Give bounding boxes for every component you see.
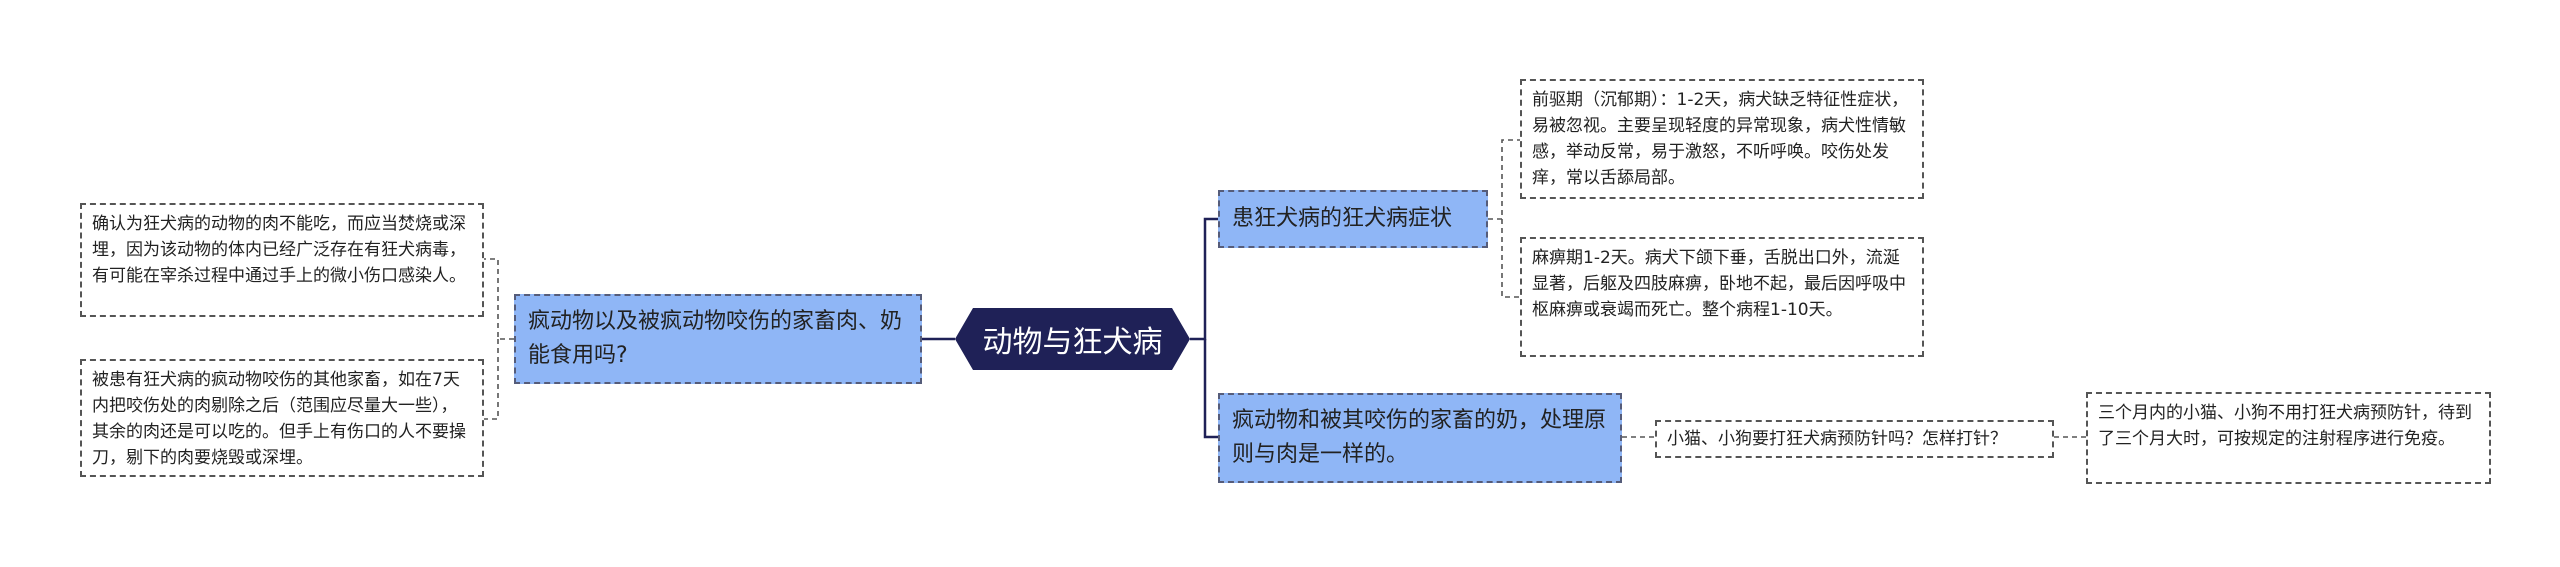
left-leaf-1: 确认为狂犬病的动物的肉不能吃，而应当焚烧或深埋，因为该动物的体内已经广泛存在有狂… <box>80 203 484 317</box>
left-leaf-2: 被患有狂犬病的疯动物咬伤的其他家畜，如在7天内把咬伤处的肉剔除之后（范围应尽量大… <box>80 359 484 477</box>
question-text: 小猫、小狗要打狂犬病预防针吗？怎样打针？ <box>1667 429 2007 449</box>
center-node-label: 动物与狂犬病 <box>982 325 1163 360</box>
connector-left-leaf-1 <box>484 258 514 340</box>
right-bottom-branch-node: 疯动物和被其咬伤的家畜的奶，处理原则与肉是一样的。 <box>1218 393 1622 483</box>
right-top-leaf-2: 麻痹期1-2天。病犬下颌下垂，舌脱出口外，流涎显著，后躯及四肢麻痹，卧地不起，最… <box>1520 237 1924 357</box>
right-top-leaf-2-text: 麻痹期1-2天。病犬下颌下垂，舌脱出口外，流涎显著，后躯及四肢麻痹，卧地不起，最… <box>1532 248 1906 320</box>
question-node: 小猫、小狗要打狂犬病预防针吗？怎样打针？ <box>1655 420 2054 458</box>
left-leaf-2-text: 被患有狂犬病的疯动物咬伤的其他家畜，如在7天内把咬伤处的肉剔除之后（范围应尽量大… <box>92 370 466 468</box>
center-node-shape <box>955 308 1190 370</box>
left-branch-label: 疯动物以及被疯动物咬伤的家畜肉、奶能食用吗? <box>528 309 903 368</box>
left-leaf-1-text: 确认为狂犬病的动物的肉不能吃，而应当焚烧或深埋，因为该动物的体内已经广泛存在有狂… <box>92 214 466 286</box>
connector-left-leaf-2 <box>484 339 499 420</box>
connector-center-right-bottom <box>1203 339 1218 439</box>
right-top-branch-label: 患狂犬病的狂犬病症状 <box>1232 206 1453 231</box>
right-top-leaf-1: 前驱期（沉郁期）：1-2天，病犬缺乏特征性症状，易被忽视。主要呈现轻度的异常现象… <box>1520 79 1924 199</box>
connector-center-right-top <box>1190 217 1218 341</box>
connector-rt-leaf-2 <box>1501 219 1520 298</box>
right-bottom-branch-label: 疯动物和被其咬伤的家畜的奶，处理原则与肉是一样的。 <box>1232 408 1607 467</box>
right-top-branch-node: 患狂犬病的狂犬病症状 <box>1218 190 1488 248</box>
connector-rt-leaf-1 <box>1488 139 1520 220</box>
answer-node: 三个月内的小猫、小狗不用打狂犬病预防针，待到了三个月大时，可按规定的注射程序进行… <box>2086 392 2491 484</box>
answer-text: 三个月内的小猫、小狗不用打狂犬病预防针，待到了三个月大时，可按规定的注射程序进行… <box>2098 403 2472 449</box>
left-branch-node: 疯动物以及被疯动物咬伤的家畜肉、奶能食用吗? <box>514 294 922 384</box>
right-top-leaf-1-text: 前驱期（沉郁期）：1-2天，病犬缺乏特征性症状，易被忽视。主要呈现轻度的异常现象… <box>1532 90 1909 188</box>
